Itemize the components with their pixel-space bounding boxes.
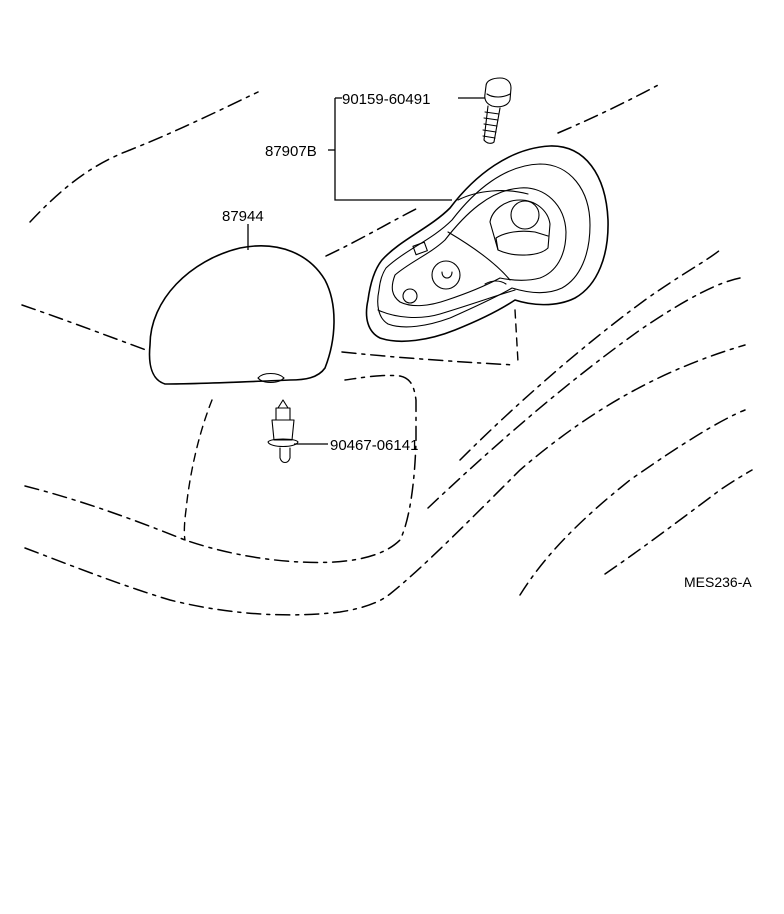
- label-clip: 90467-06141: [330, 437, 418, 454]
- label-mirror-cover: 87944: [222, 208, 264, 225]
- figure-reference: MES236-A: [684, 574, 752, 590]
- mirror-motor: [489, 199, 551, 256]
- clip-part: [267, 399, 299, 464]
- screw-part: [482, 77, 512, 144]
- label-mirror-assembly: 87907B: [265, 143, 317, 160]
- mirror-housing-part: [365, 145, 609, 343]
- vehicle-body-outline: [21, 82, 753, 616]
- mirror-cover-part: [148, 245, 335, 385]
- label-screw: 90159-60491: [342, 91, 430, 108]
- leader-lines: [247, 97, 485, 445]
